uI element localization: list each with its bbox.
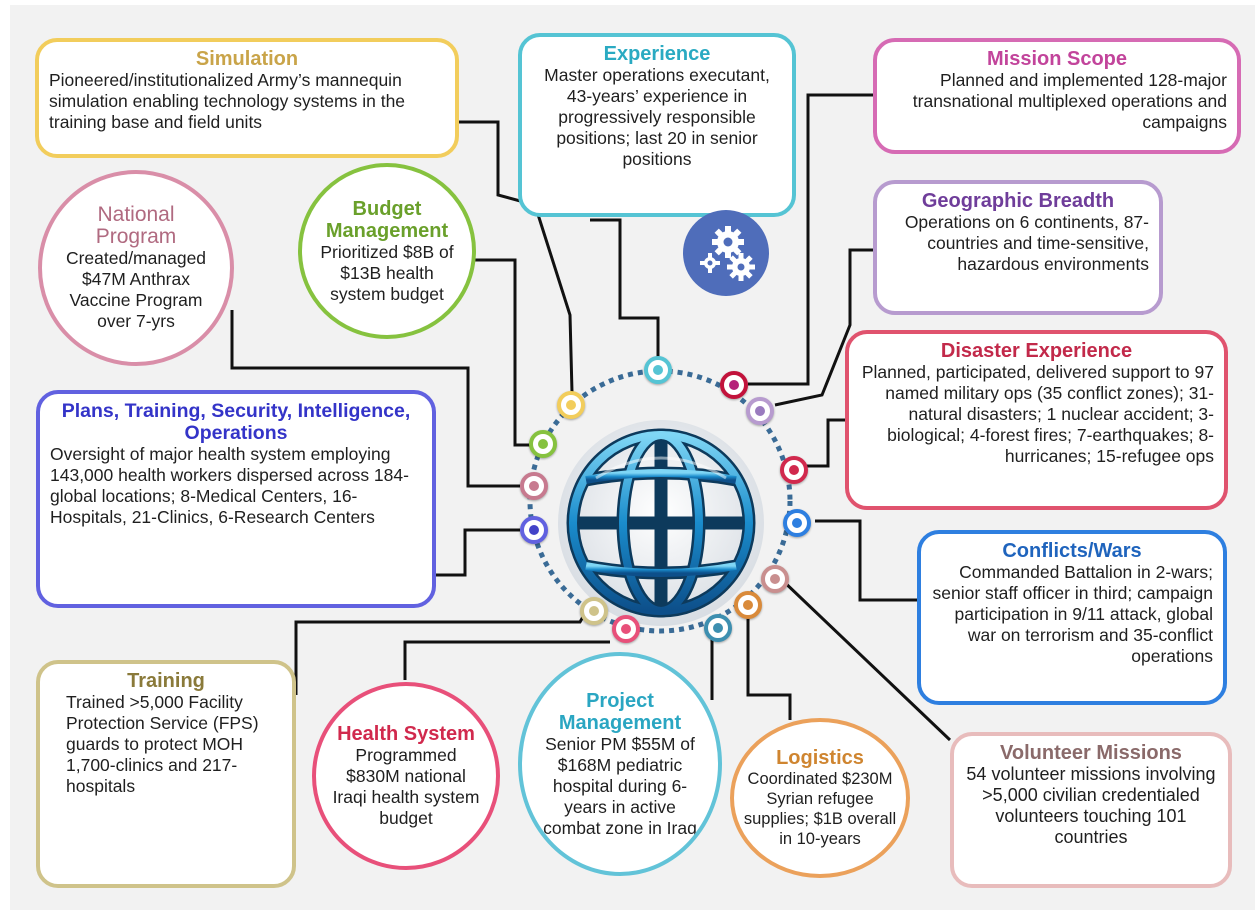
- connector-mission: [748, 93, 873, 386]
- logistics-title: Logistics: [776, 747, 864, 769]
- ring-node-training: [580, 597, 608, 625]
- ring-node-geographic: [746, 397, 774, 425]
- mission-scope-box: Mission Scope Planned and implemented 12…: [873, 38, 1241, 154]
- logistics-box: Logistics Coordinated $230M Syrian refug…: [730, 718, 910, 878]
- simulation-text: Pioneered/institutionalized Army’s manne…: [49, 70, 406, 132]
- ring-node-conflicts: [783, 509, 811, 537]
- disaster-experience-title: Disaster Experience: [940, 340, 1133, 362]
- plans-training-title: Plans, Training, Security, Intelligence,…: [61, 400, 411, 444]
- experience-title: Experience: [603, 43, 711, 65]
- ring-node-budget: [529, 430, 557, 458]
- connector-conflicts: [815, 519, 920, 602]
- national-program-text: Created/managed $47M Anthrax Vaccine Pro…: [65, 248, 207, 331]
- connector-health: [403, 640, 610, 680]
- training-text: Trained >5,000 Facility Protection Servi…: [66, 692, 259, 796]
- connector-plans: [435, 528, 520, 577]
- connector-budget: [470, 258, 533, 447]
- conflicts-wars-box: Conflicts/Wars Commanded Battalion in 2-…: [917, 530, 1227, 705]
- budget-management-title: Budget Management: [325, 197, 449, 242]
- project-management-text: Senior PM $55M of $168M pediatric hospit…: [543, 733, 697, 838]
- mission-scope-text: Planned and implemented 128-major transn…: [912, 70, 1227, 132]
- mission-scope-title: Mission Scope: [986, 48, 1128, 70]
- connector-national: [230, 310, 520, 488]
- health-system-text: Programmed $830M national Iraqi health s…: [332, 745, 480, 828]
- project-management-title: Project Management: [558, 689, 682, 734]
- budget-management-text: Prioritized $8B of $13B health system bu…: [320, 241, 454, 304]
- geographic-breadth-box: Geographic Breadth Operations on 6 conti…: [873, 180, 1163, 315]
- plans-training-box: Plans, Training, Security, Intelligence,…: [36, 390, 436, 608]
- connector-logistics: [746, 606, 792, 720]
- training-box: Training Trained >5,000 Facility Protect…: [36, 660, 296, 888]
- project-management-box: Project Management Senior PM $55M of $16…: [518, 652, 722, 876]
- gears-icon: [700, 226, 755, 281]
- ring-node-logistics: [734, 591, 762, 619]
- globe-badge: [556, 418, 766, 628]
- volunteer-missions-text: 54 volunteer missions involving >5,000 c…: [966, 764, 1216, 847]
- geographic-breadth-text: Operations on 6 continents, 87-countries…: [904, 212, 1149, 274]
- connector-geo: [774, 248, 873, 407]
- connector-experience: [590, 218, 660, 358]
- experience-box: Experience Master operations executant, …: [518, 33, 796, 217]
- disaster-experience-box: Disaster Experience Planned, participate…: [845, 330, 1228, 510]
- health-system-box: Health System Programmed $830M national …: [312, 682, 500, 870]
- logistics-text: Coordinated $230M Syrian refugee supplie…: [743, 770, 897, 848]
- connector-simulation: [455, 120, 574, 393]
- connector-disaster: [803, 418, 845, 468]
- conflicts-wars-text: Commanded Battalion in 2-wars; senior st…: [932, 562, 1213, 666]
- national-program-title: National Program: [95, 203, 177, 248]
- ring-node-mission-scope: [720, 371, 748, 399]
- globe-icon: [558, 420, 764, 626]
- disaster-experience-text: Planned, participated, delivered support…: [861, 362, 1214, 466]
- ring-node-plans: [520, 516, 548, 544]
- geographic-breadth-title: Geographic Breadth: [921, 190, 1115, 212]
- volunteer-missions-box: Volunteer Missions 54 volunteer missions…: [950, 732, 1232, 888]
- simulation-box: Simulation Pioneered/institutionalized A…: [35, 38, 459, 158]
- experience-text: Master operations executant, 43-years’ e…: [544, 65, 770, 169]
- connector-training: [294, 607, 590, 695]
- training-title: Training: [127, 670, 205, 692]
- national-program-box: National Program Created/managed $47M An…: [38, 170, 234, 366]
- ring-node-simulation: [557, 391, 585, 419]
- ring-node-project: [704, 614, 732, 642]
- ring-node-disaster: [780, 456, 808, 484]
- gears-badge: [683, 210, 769, 296]
- ring-node-volunteer: [761, 565, 789, 593]
- ring-node-health: [612, 615, 640, 643]
- volunteer-missions-title: Volunteer Missions: [1000, 742, 1182, 764]
- health-system-title: Health System: [337, 723, 475, 745]
- ring-node-national: [520, 472, 548, 500]
- ring-node-experience: [644, 356, 672, 384]
- plans-training-text: Oversight of major health system employi…: [50, 444, 409, 527]
- conflicts-wars-title: Conflicts/Wars: [1002, 540, 1142, 562]
- budget-management-box: Budget Management Prioritized $8B of $13…: [298, 163, 476, 339]
- connector-volunteer: [778, 576, 952, 742]
- simulation-title: Simulation: [195, 48, 299, 70]
